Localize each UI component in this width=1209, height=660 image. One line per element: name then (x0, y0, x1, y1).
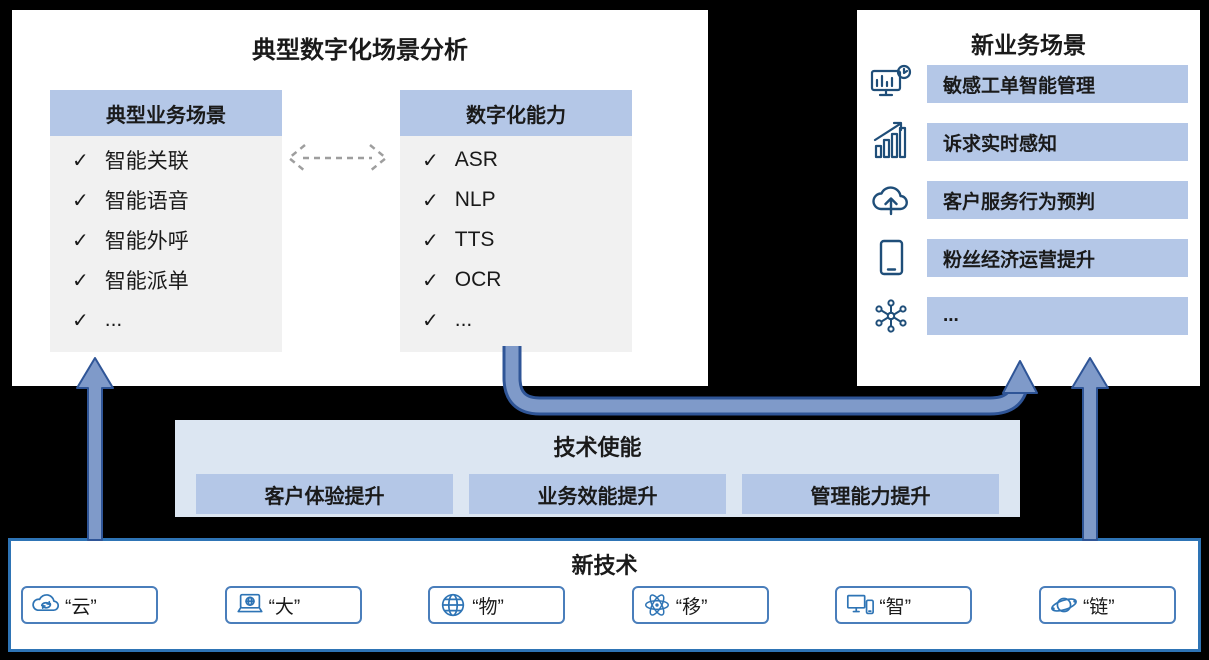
tech-label: “大” (268, 596, 301, 618)
digital-capability-header: 数字化能力 (400, 90, 632, 136)
new-business-rows: 敏感工单智能管理 诉求实时感知 (867, 62, 1188, 338)
digital-capability-list: ✓ ASR ✓ NLP ✓ TTS ✓ OCR ✓... (400, 136, 632, 352)
list-item-label: OCR (454, 268, 502, 291)
cloud-sync-icon (30, 589, 62, 621)
check-icon: ✓ (72, 229, 89, 252)
enablement-chip: 管理能力提升 (742, 474, 999, 514)
laptop-globe-icon (234, 589, 266, 621)
tech-label: “移” (675, 596, 708, 618)
enablement-chip: 客户体验提升 (196, 474, 453, 514)
new-tech-items: “云” “大” (21, 586, 1176, 624)
scenario-analysis-panel: 典型数字化场景分析 典型业务场景 ✓ 智能关联 ✓ 智能语音 ✓ 智能外呼 ✓ 智能派单… (10, 8, 710, 388)
list-item-label: NLP (454, 188, 496, 211)
tech-label: “链” (1082, 596, 1115, 618)
network-nodes-icon (867, 294, 915, 338)
new-business-chip: 粉丝经济运营提升 (927, 239, 1188, 277)
list-item: ✓ 智能派单 (50, 260, 282, 300)
list-item-label: 智能语音 (104, 190, 189, 213)
list-item: ✓ 智能语音 (50, 180, 282, 220)
list-item: 粉丝经济运营提升 (867, 236, 1188, 280)
desktop-mobile-icon (844, 589, 876, 621)
check-icon: ✓ (422, 149, 439, 172)
orbit-chain-icon (1048, 589, 1080, 621)
tech-label: “物” (472, 596, 504, 618)
list-item: 客户服务行为预判 (867, 178, 1188, 222)
check-icon: ✓ (422, 189, 439, 212)
digital-capability-column: 数字化能力 ✓ ASR ✓ NLP ✓ TTS ✓ OCR ✓... (400, 90, 632, 352)
list-item-label: 智能派单 (104, 270, 189, 293)
new-tech-panel: 新技术 “云” (8, 538, 1201, 652)
list-item: ✓ 智能外呼 (50, 220, 282, 260)
list-item: ✓ OCR (400, 260, 632, 300)
tech-box-bigdata: “大” (224, 586, 362, 624)
list-item: ✓ NLP (400, 180, 632, 220)
list-item: 诉求实时感知 (867, 120, 1188, 164)
list-item: 敏感工单智能管理 (867, 62, 1188, 106)
tech-box-smart: “智” (835, 586, 973, 624)
list-item-label: TTS (454, 228, 495, 251)
new-business-panel: 新业务场景 敏感工单智能管理 (855, 8, 1202, 388)
tech-enablement-panel: 技术使能 客户体验提升 业务效能提升 管理能力提升 (175, 420, 1020, 517)
scenario-analysis-title: 典型数字化场景分析 (252, 37, 468, 64)
list-item: ✓ TTS (400, 220, 632, 260)
new-business-chip: 诉求实时感知 (927, 123, 1188, 161)
tech-box-iot: “物” (428, 586, 566, 624)
list-item: ✓ ASR (400, 140, 632, 180)
tech-box-cloud: “云” (21, 586, 158, 624)
new-business-chip: 客户服务行为预判 (927, 181, 1188, 219)
tech-label: “智” (879, 596, 912, 618)
list-item-label: ASR (454, 148, 498, 171)
globe-icon (437, 589, 469, 621)
tablet-icon (867, 236, 915, 280)
new-business-chip: 敏感工单智能管理 (927, 65, 1188, 103)
business-scenarios-header: 典型业务场景 (50, 90, 282, 136)
check-icon: ✓ (72, 309, 89, 332)
tech-box-mobile: “移” (631, 586, 769, 624)
enablement-chip: 业务效能提升 (469, 474, 726, 514)
check-icon: ✓ (422, 309, 439, 332)
list-item-label: 智能外呼 (104, 230, 189, 253)
check-icon: ✓ (422, 269, 439, 292)
business-scenarios-list: ✓ 智能关联 ✓ 智能语音 ✓ 智能外呼 ✓ 智能派单 ✓... (50, 136, 282, 352)
list-item: ✓... (50, 300, 282, 340)
new-business-title: 新业务场景 (971, 32, 1086, 58)
new-tech-title: 新技术 (571, 553, 638, 578)
list-item: ... (867, 294, 1188, 338)
list-item-label: ... (104, 308, 123, 331)
tech-enablement-chips: 客户体验提升 业务效能提升 管理能力提升 (175, 462, 1020, 514)
tech-box-chain: “链” (1038, 586, 1176, 624)
check-icon: ✓ (72, 189, 89, 212)
bar-chart-growth-icon (867, 120, 915, 164)
check-icon: ✓ (72, 269, 89, 292)
check-icon: ✓ (422, 229, 439, 252)
list-item: ✓... (400, 300, 632, 340)
business-scenarios-column: 典型业务场景 ✓ 智能关联 ✓ 智能语音 ✓ 智能外呼 ✓ 智能派单 ✓... (50, 90, 282, 352)
atom-icon (641, 589, 673, 621)
tech-enablement-title: 技术使能 (553, 435, 642, 460)
monitor-analytics-icon (867, 62, 915, 106)
new-business-chip: ... (927, 297, 1188, 335)
list-item-label: ... (454, 308, 473, 331)
tech-label: “云” (65, 596, 97, 618)
check-icon: ✓ (72, 149, 89, 172)
list-item-label: 智能关联 (104, 150, 189, 173)
list-item: ✓ 智能关联 (50, 140, 282, 180)
cloud-upload-icon (867, 178, 915, 222)
